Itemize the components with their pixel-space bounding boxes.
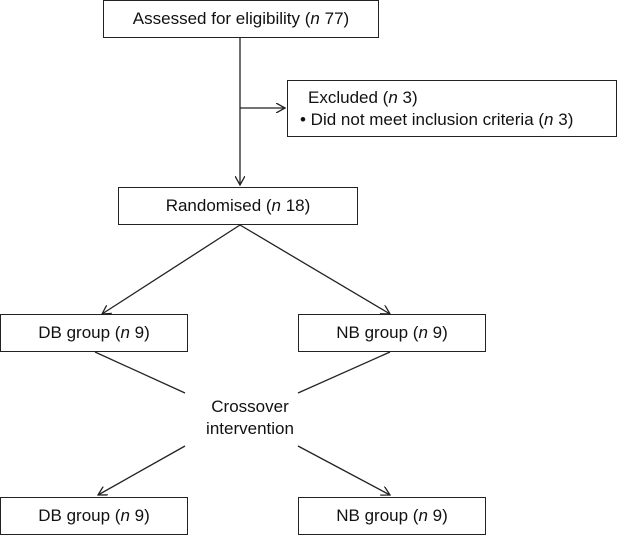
line-db-to-crossover	[94, 351, 186, 394]
crossover-line1: Crossover	[211, 397, 289, 416]
nb-group-text-period1: NB group (n 9)	[336, 323, 448, 342]
randomised-text: Randomised (n 18)	[165, 196, 311, 215]
crossover-line2: intervention	[206, 419, 294, 438]
arrow-crossover-to-db	[98, 445, 186, 495]
assessed-text: Assessed for eligibility (n 77)	[132, 9, 350, 28]
excluded-box: Excluded (n 3) • Did not meet inclusion …	[287, 80, 617, 137]
db-group-box-period2: DB group (n 9)	[0, 497, 188, 535]
db-group-box-period1: DB group (n 9)	[0, 314, 188, 352]
nb-group-text-period2: NB group (n 9)	[336, 506, 448, 525]
db-group-text-period2: DB group (n 9)	[38, 506, 150, 525]
excluded-reason: • Did not meet inclusion criteria (n 3)	[300, 110, 574, 129]
arrow-randomised-to-nb	[239, 224, 390, 314]
excluded-title: Excluded (n 3)	[308, 88, 418, 107]
crossover-label: Crossover intervention	[185, 396, 315, 440]
assessed-box: Assessed for eligibility (n 77)	[103, 0, 379, 38]
arrow-crossover-to-nb	[297, 445, 390, 495]
line-nb-to-crossover	[297, 351, 391, 394]
nb-group-box-period2: NB group (n 9)	[298, 497, 486, 535]
arrow-randomised-to-db	[102, 224, 241, 314]
db-group-text-period1: DB group (n 9)	[38, 323, 150, 342]
randomised-box: Randomised (n 18)	[118, 187, 358, 225]
nb-group-box-period1: NB group (n 9)	[298, 314, 486, 352]
